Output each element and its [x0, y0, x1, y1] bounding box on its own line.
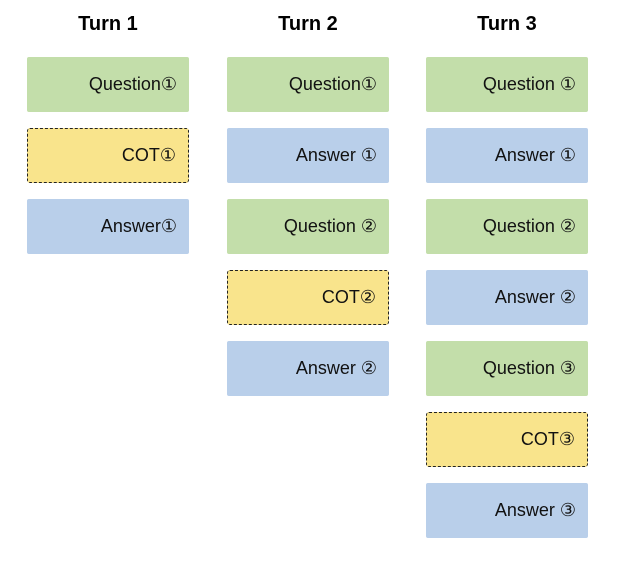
turn-1-question-1: Question① [27, 57, 189, 112]
turn-2-question-2: Question ② [227, 199, 389, 254]
turn-1-cot-1: COT① [27, 128, 189, 183]
turn-3-cot-3: COT③ [426, 412, 588, 467]
turn-1-title: Turn 1 [78, 13, 138, 35]
turn-2-question-1: Question① [227, 57, 389, 112]
turn-3-answer-1: Answer ① [426, 128, 588, 183]
turn-3-question-2: Question ② [426, 199, 588, 254]
turn-2-cot-2: COT② [227, 270, 389, 325]
turn-1-answer-1: Answer① [27, 199, 189, 254]
turn-2-answer-2: Answer ② [227, 341, 389, 396]
turn-2-answer-1: Answer ① [227, 128, 389, 183]
turn-3-answer-3: Answer ③ [426, 483, 588, 538]
turn-3-title: Turn 3 [477, 13, 537, 35]
turn-3-question-3: Question ③ [426, 341, 588, 396]
turn-3-answer-2: Answer ② [426, 270, 588, 325]
turn-2-title: Turn 2 [278, 13, 338, 35]
turn-3-question-1: Question ① [426, 57, 588, 112]
